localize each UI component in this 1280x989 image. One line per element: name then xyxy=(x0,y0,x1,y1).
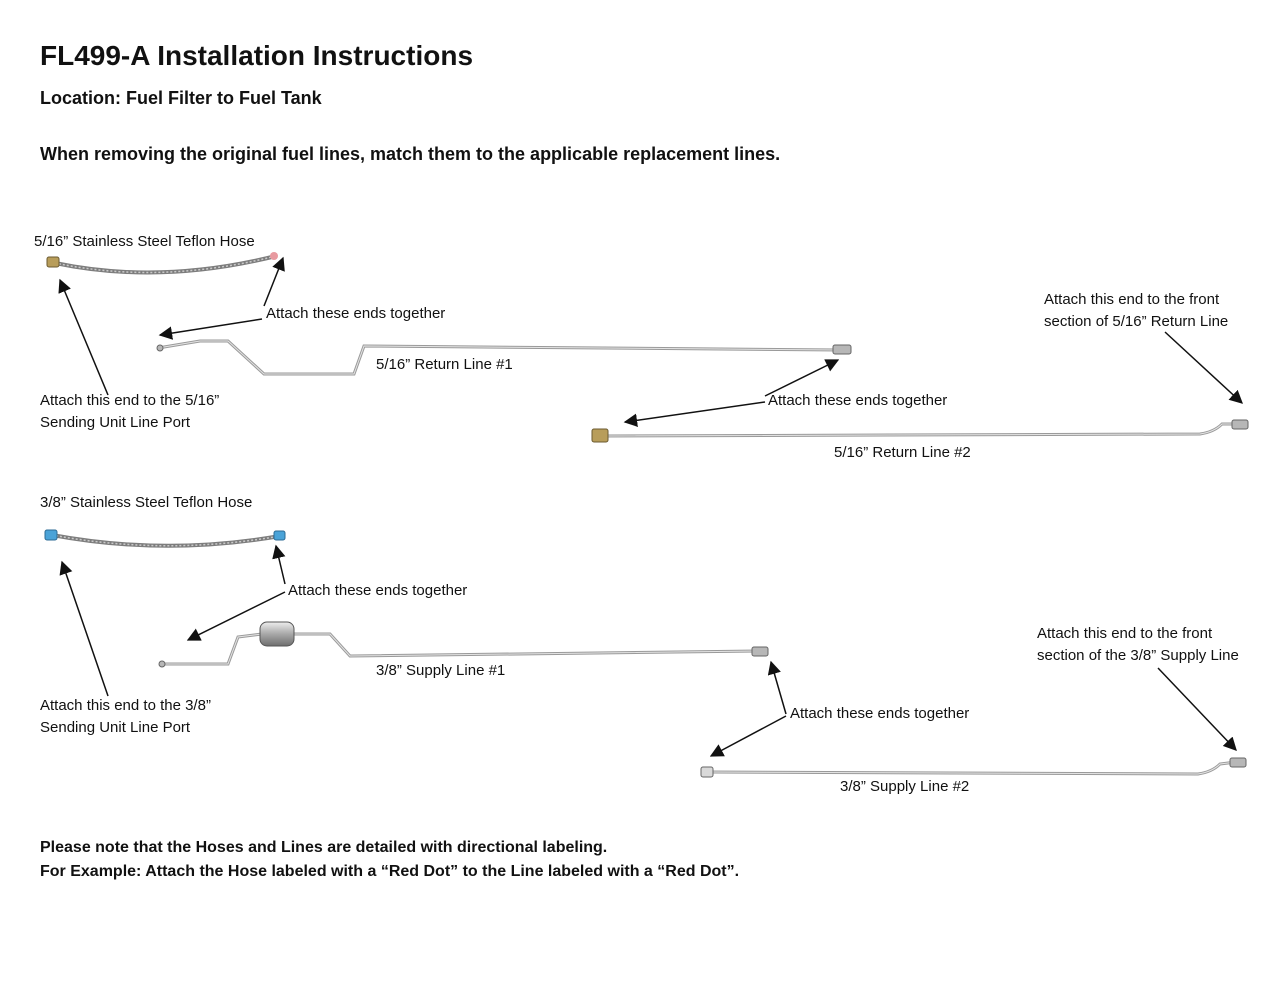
supply-line-1 xyxy=(158,621,769,668)
arrow-line2-start-supply xyxy=(709,715,787,757)
supply-attach-together-label-2: Attach these ends together xyxy=(790,705,970,722)
supply-line-2 xyxy=(700,757,1247,778)
blue-fitting-icon xyxy=(44,529,58,541)
tube-end-icon xyxy=(156,344,164,352)
supply-hose xyxy=(44,529,286,548)
note-line-2: For Example: Attach the Hose labeled wit… xyxy=(40,863,740,880)
arrow-hose-end-supply xyxy=(272,544,286,585)
arrow-front-section-return xyxy=(1164,331,1243,404)
return-line-2-label: 5/16” Return Line #2 xyxy=(834,444,971,461)
tube-nut-icon xyxy=(1231,419,1249,430)
supply-front-label-line2: section of the 3/8” Supply Line xyxy=(1037,647,1239,664)
directional-labeling-note: Please note that the Hoses and Lines are… xyxy=(40,836,739,884)
supply-hose-label: 3/8” Stainless Steel Teflon Hose xyxy=(40,494,253,511)
supply-sending-unit-label-line1: Attach this end to the 3/8” xyxy=(40,697,211,714)
arrow-line1-start-supply xyxy=(186,591,286,641)
arrow-sending-unit-supply xyxy=(59,560,109,697)
return-hose xyxy=(46,252,278,275)
return-sending-unit-label-line2: Sending Unit Line Port xyxy=(40,414,191,431)
fuel-filter-icon xyxy=(259,621,295,647)
return-line-1-label: 5/16” Return Line #1 xyxy=(376,356,513,373)
supply-line-2-label: 3/8” Supply Line #2 xyxy=(840,778,970,795)
tube-nut-icon xyxy=(751,646,769,657)
arrow-front-section-supply xyxy=(1157,667,1237,751)
tube-nut-icon xyxy=(1229,757,1247,768)
arrow-line1-end-supply xyxy=(767,660,787,715)
red-dot-marker xyxy=(270,252,278,260)
return-line-1 xyxy=(156,339,852,376)
hose-fitting-icon xyxy=(46,256,60,268)
note-line-1: Please note that the Hoses and Lines are… xyxy=(40,839,608,856)
supply-front-label-line1: Attach this end to the front xyxy=(1037,625,1213,642)
supply-attach-together-label-1: Attach these ends together xyxy=(288,582,468,599)
arrow-line1-end-return xyxy=(764,359,840,397)
location-subtitle: Location: Fuel Filter to Fuel Tank xyxy=(40,88,322,108)
intro-instruction: When removing the original fuel lines, m… xyxy=(40,144,781,164)
return-attach-together-label-2: Attach these ends together xyxy=(768,392,948,409)
arrow-line2-start-return xyxy=(623,401,766,427)
supply-line-1-label: 3/8” Supply Line #1 xyxy=(376,662,506,679)
tube-end-icon xyxy=(158,660,166,668)
fitting-icon xyxy=(700,766,714,778)
return-attach-together-label-1: Attach these ends together xyxy=(266,305,446,322)
return-sending-unit-label-line1: Attach this end to the 5/16” xyxy=(40,392,220,409)
tube-nut-icon xyxy=(832,344,852,355)
return-hose-label: 5/16” Stainless Steel Teflon Hose xyxy=(34,233,255,250)
return-front-label-line1: Attach this end to the front xyxy=(1044,291,1220,308)
arrow-hose-end-return xyxy=(263,256,285,307)
blue-fitting-icon xyxy=(273,530,286,541)
supply-sending-unit-label-line2: Sending Unit Line Port xyxy=(40,719,191,736)
page-title: FL499-A Installation Instructions xyxy=(40,40,474,71)
fitting-icon xyxy=(591,428,609,443)
arrow-sending-unit-return xyxy=(58,278,109,396)
return-line-2 xyxy=(591,419,1249,443)
arrow-line1-start-return xyxy=(158,318,263,340)
return-front-label-line2: section of 5/16” Return Line xyxy=(1044,313,1229,330)
